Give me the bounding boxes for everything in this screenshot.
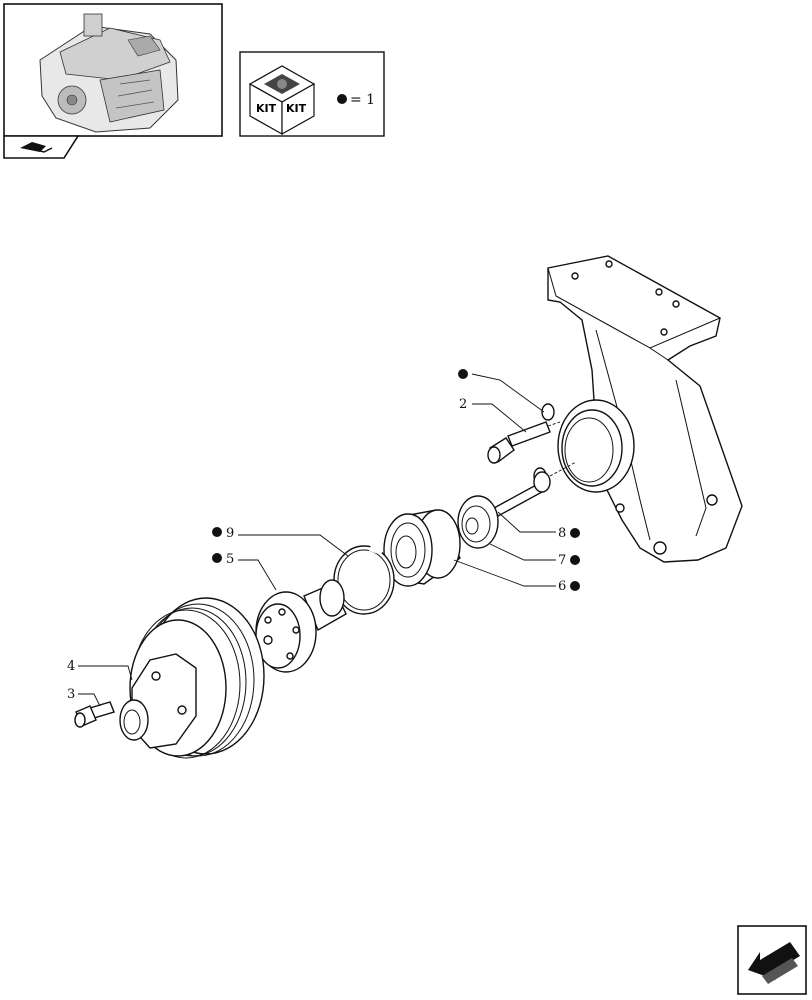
callout-9: 9: [226, 526, 234, 541]
callout-3: 3: [67, 687, 75, 702]
callout-5: 5: [226, 552, 234, 567]
bearing-6: [383, 509, 461, 587]
kit-bullet-icon: [458, 369, 468, 379]
callout-6: 6: [558, 579, 566, 594]
next-page-arrow-icon: [748, 942, 800, 984]
kit-legend-panel: KIT KIT = 1: [239, 51, 385, 137]
callout-4: 4: [67, 659, 75, 674]
kit-bullet-icon: [212, 553, 222, 563]
book-tab-icon[interactable]: [3, 135, 80, 159]
bolt-2: [487, 421, 561, 464]
snap-ring-9: [333, 545, 395, 615]
next-page-button[interactable]: [737, 925, 807, 995]
callout-8: 8: [558, 526, 566, 541]
kit-label-left: KIT: [256, 102, 277, 115]
engine-thumbnail-icon: [39, 13, 179, 133]
kit-box-icon: KIT KIT: [248, 65, 316, 136]
callout-2: 2: [459, 397, 467, 412]
pulley-4: [119, 597, 265, 759]
bolt-3: [74, 701, 115, 728]
kit-bullet-icon: [570, 581, 580, 591]
callout-7: 7: [558, 553, 566, 568]
callout-labels: 2 9 5 4 3 8 7 6: [67, 369, 580, 702]
hub-shaft-5: [255, 579, 347, 673]
kit-bullet-icon: [337, 94, 347, 104]
kit-bullet-icon: [570, 555, 580, 565]
engine-thumbnail-panel[interactable]: [3, 3, 223, 159]
callout-leaders: [78, 373, 556, 707]
kit-legend-equation: = 1: [350, 92, 375, 108]
washer-7: [457, 495, 499, 549]
kit-bullet-icon: [212, 527, 222, 537]
kit-label-right: KIT: [286, 102, 307, 115]
support-bracket: [533, 255, 743, 563]
kit-bullet-icon: [570, 528, 580, 538]
